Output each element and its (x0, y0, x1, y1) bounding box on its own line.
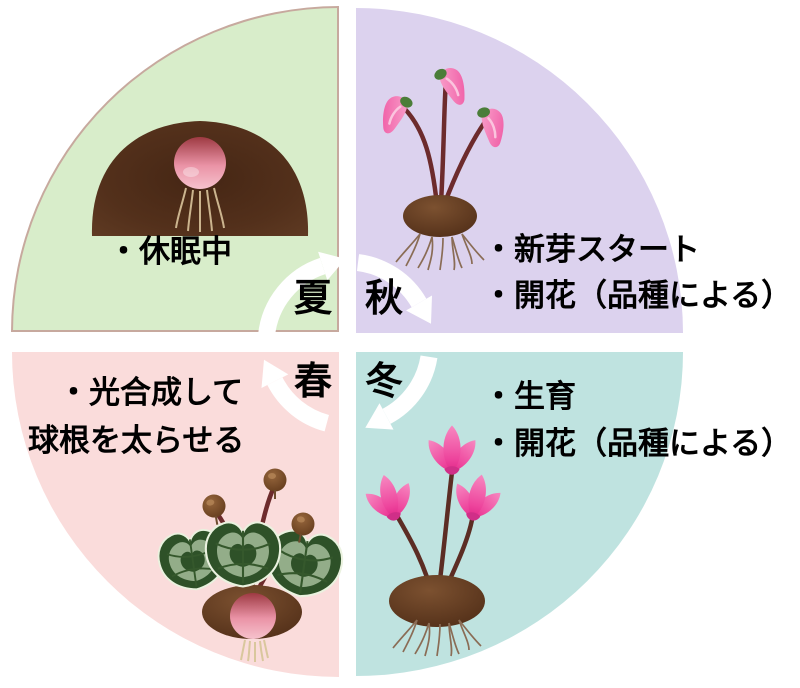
summer-season-label: 夏 (294, 276, 333, 320)
winter-season-label: 冬 (365, 359, 404, 403)
summer-quadrant (11, 6, 339, 332)
autumn-note-line1: ・新芽スタート (483, 232, 700, 268)
autumn-note-line2: ・開花（品種による） (483, 278, 793, 314)
autumn-season-label: 秋 (365, 276, 404, 320)
winter-note-line2: ・開花（品種による） (483, 426, 793, 462)
spring-note-line1: ・光合成して (58, 375, 244, 411)
spring-season-label: 春 (294, 359, 333, 403)
summer-note: ・休眠中 (108, 234, 232, 270)
spring-note-line2: 球根を太らせる (28, 423, 245, 459)
winter-note-line1: ・生育 (483, 379, 576, 415)
